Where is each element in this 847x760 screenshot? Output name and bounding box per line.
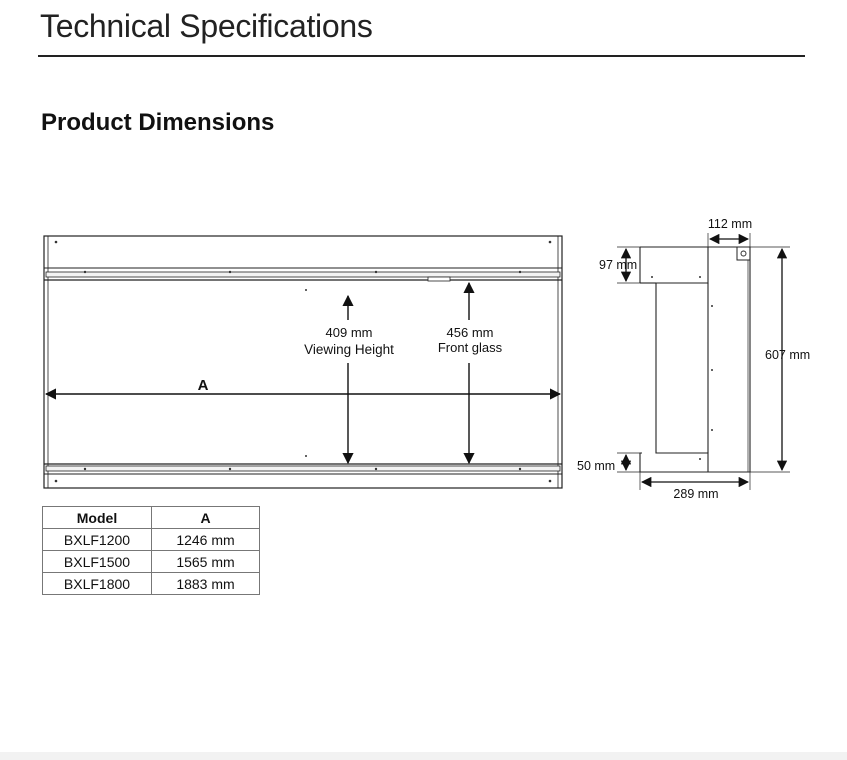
table-header-row: Model A: [42, 506, 260, 529]
table-row: BXLF1800 1883 mm: [42, 572, 260, 595]
width-label: A: [198, 377, 209, 394]
footer-band: [0, 752, 847, 760]
bottom-offset-label: 50 mm: [577, 459, 615, 473]
dimension-a-cell: 1883 mm: [151, 572, 260, 595]
top-offset-label: 97 mm: [599, 258, 637, 272]
table-row: BXLF1200 1246 mm: [42, 528, 260, 551]
model-cell: BXLF1800: [42, 572, 152, 595]
column-header-a: A: [151, 506, 260, 529]
front-view: [43, 235, 563, 489]
title-divider: [38, 55, 805, 57]
column-header-model: Model: [42, 506, 152, 529]
side-view: [617, 233, 790, 490]
front-glass-value: 456 mm: [447, 325, 494, 340]
front-glass-caption: Front glass: [438, 340, 503, 355]
section-title: Product Dimensions: [41, 109, 275, 136]
model-cell: BXLF1200: [42, 528, 152, 551]
dimension-a-cell: 1565 mm: [151, 550, 260, 573]
viewing-height-value: 409 mm: [326, 325, 373, 340]
bottom-depth-label: 289 mm: [673, 487, 718, 501]
page-title: Technical Specifications: [40, 8, 373, 44]
top-depth-label: 112 mm: [708, 217, 752, 231]
table-row: BXLF1500 1565 mm: [42, 550, 260, 573]
model-cell: BXLF1500: [42, 550, 152, 573]
dimension-a-cell: 1246 mm: [151, 528, 260, 551]
model-dimensions-table: Model A BXLF1200 1246 mm BXLF1500 1565 m…: [42, 506, 260, 595]
viewing-height-caption: Viewing Height: [304, 342, 394, 357]
total-height-label: 607 mm: [765, 348, 810, 362]
